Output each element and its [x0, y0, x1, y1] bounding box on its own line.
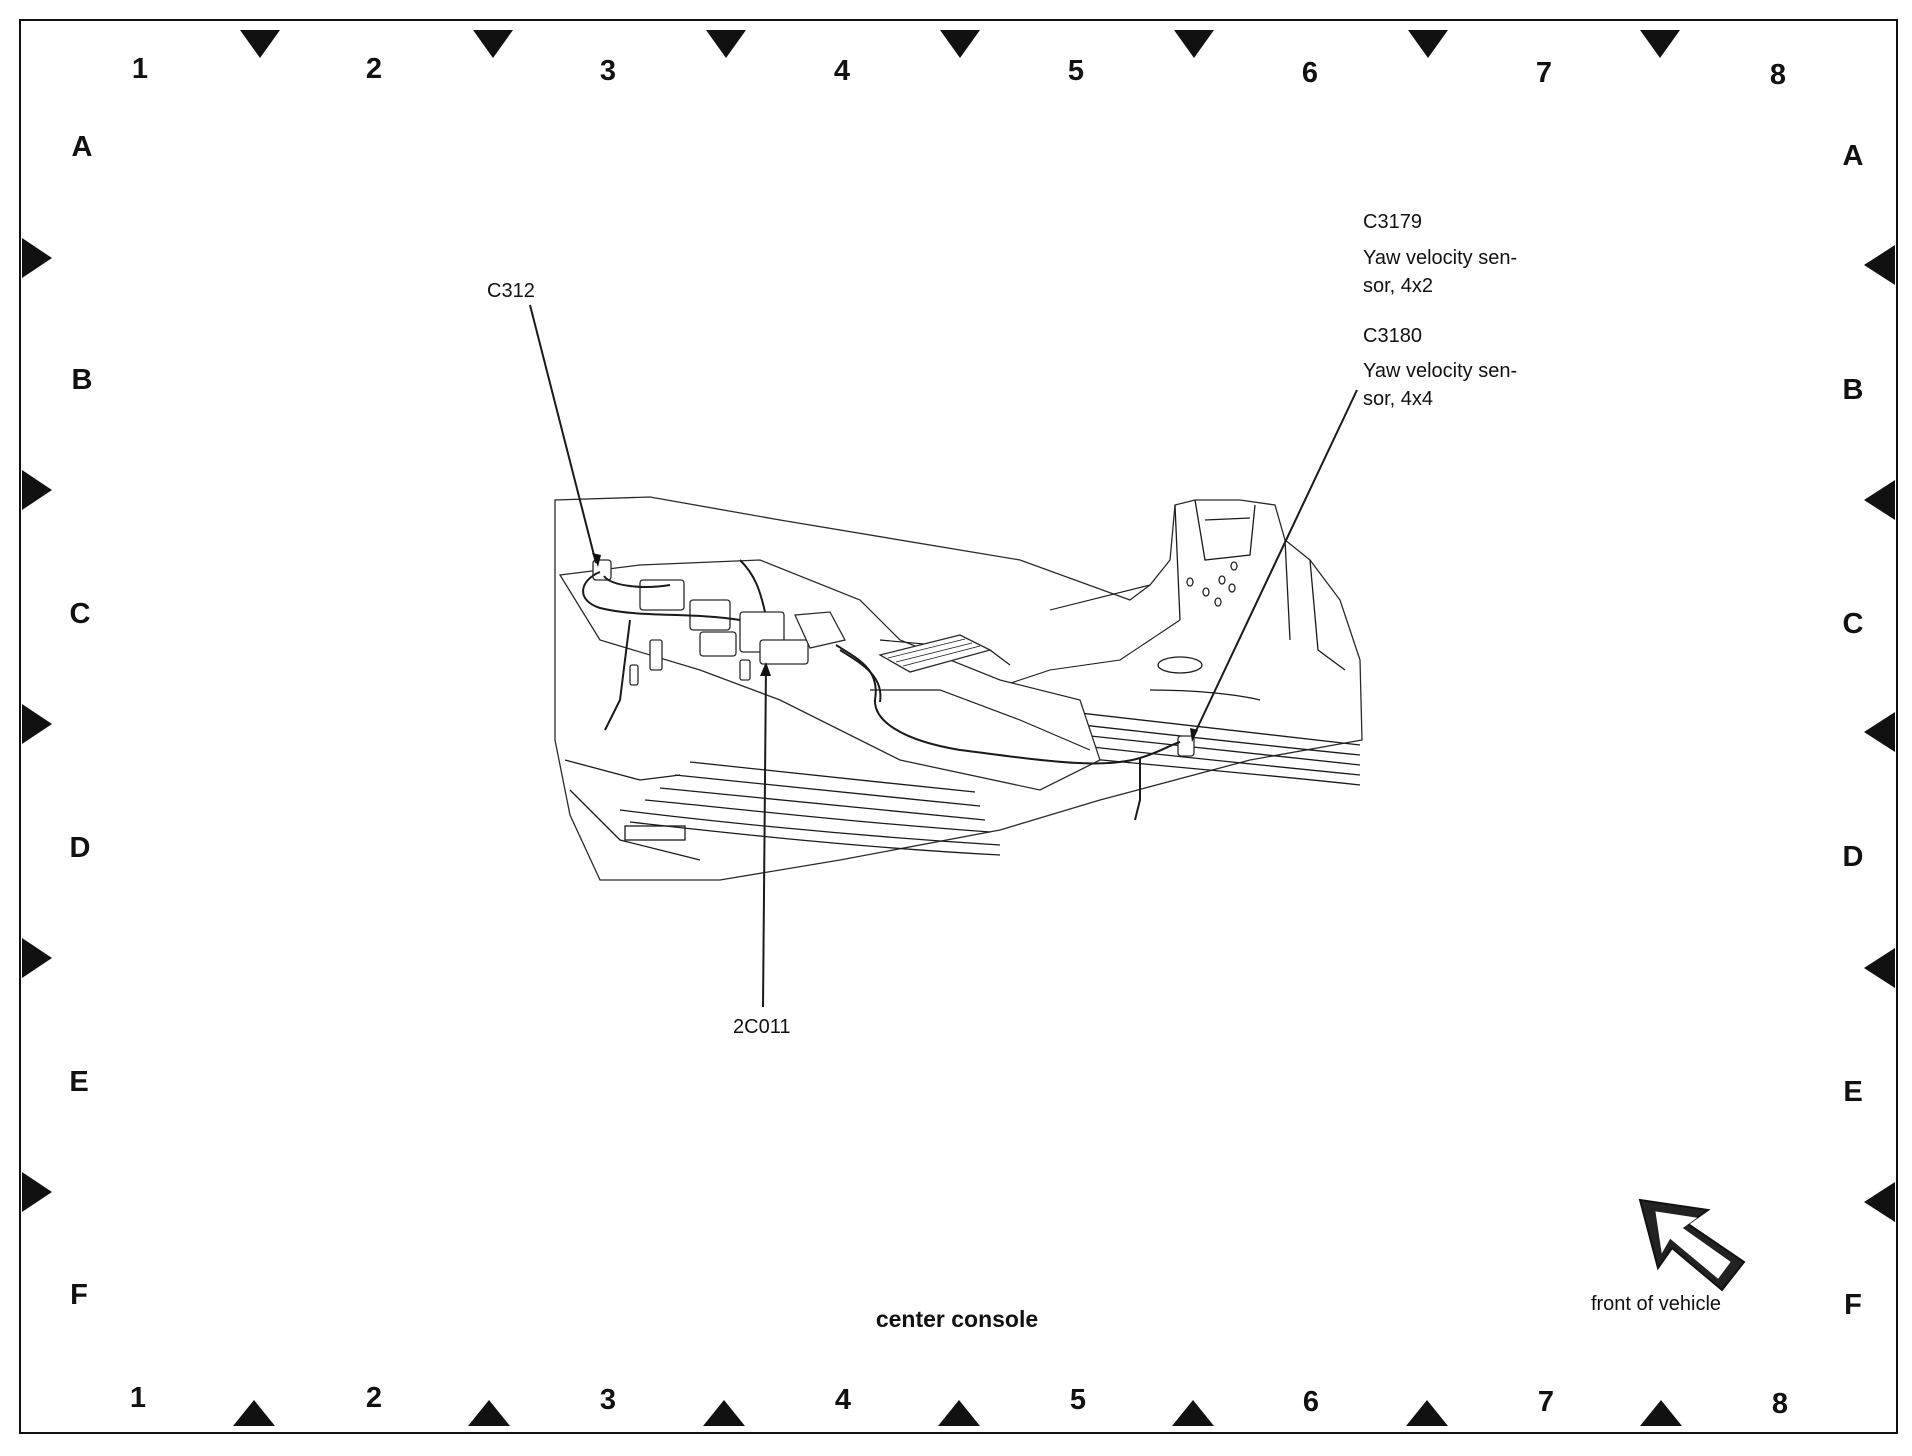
- callout-c3179-desc-2: sor, 4x2: [1363, 275, 1433, 297]
- top-col-4: 4: [834, 55, 850, 87]
- front-arrow-icon: [1638, 1198, 1746, 1292]
- diagram-caption: center console: [876, 1306, 1038, 1332]
- left-row-F: F: [70, 1279, 88, 1311]
- left-row-A: A: [72, 131, 93, 163]
- bottom-col-2: 2: [366, 1382, 382, 1414]
- bottom-col-7: 7: [1538, 1386, 1554, 1418]
- right-row-labels: A B C D E F: [1843, 140, 1864, 1321]
- top-col-5: 5: [1068, 55, 1084, 87]
- leader-c312: [529, 304, 597, 564]
- callout-c3180-desc-2: sor, 4x4: [1363, 388, 1433, 410]
- connector-cluster: [592, 559, 1195, 757]
- callout-c312: C312: [487, 280, 535, 302]
- wiring-harness: [582, 559, 1181, 821]
- top-col-1: 1: [132, 53, 148, 85]
- bottom-col-3: 3: [600, 1384, 616, 1416]
- bottom-col-4: 4: [835, 1384, 851, 1416]
- bottom-col-5: 5: [1070, 1384, 1086, 1416]
- floor-pan-illustration: [554, 496, 1363, 881]
- callout-c3179-id: C3179: [1363, 211, 1422, 233]
- leader-lines: [529, 304, 1358, 1008]
- top-col-2: 2: [366, 53, 382, 85]
- right-row-B: B: [1843, 374, 1864, 406]
- right-row-F: F: [1844, 1289, 1862, 1321]
- top-col-8: 8: [1770, 59, 1786, 91]
- bottom-col-6: 6: [1303, 1386, 1319, 1418]
- callout-c3180-id: C3180: [1363, 325, 1422, 347]
- left-row-C: C: [70, 598, 91, 630]
- leader-c3180: [1193, 389, 1358, 736]
- right-row-A: A: [1843, 140, 1864, 172]
- left-row-E: E: [69, 1066, 88, 1098]
- right-row-D: D: [1843, 841, 1864, 873]
- right-row-C: C: [1843, 608, 1864, 640]
- pillar-holes: [1186, 561, 1238, 607]
- top-col-3: 3: [600, 55, 616, 87]
- leader-2c011: [762, 664, 767, 1008]
- left-row-labels: A B C D E F: [69, 131, 92, 1311]
- left-row-B: B: [72, 364, 93, 396]
- top-column-labels: 1 2 3 4 5 6 7 8: [132, 53, 1786, 91]
- callout-c3180-desc-1: Yaw velocity sen-: [1363, 360, 1517, 382]
- callout-c3179-desc-1: Yaw velocity sen-: [1363, 247, 1517, 269]
- left-row-D: D: [70, 832, 91, 864]
- top-col-7: 7: [1536, 57, 1552, 89]
- front-of-vehicle-label: front of vehicle: [1591, 1293, 1721, 1315]
- right-zone-markers: [1864, 245, 1895, 1222]
- floor-ribs-left: [564, 759, 1001, 861]
- callout-2c011: 2C011: [733, 1016, 790, 1038]
- bottom-col-8: 8: [1772, 1388, 1788, 1420]
- bottom-col-1: 1: [130, 1382, 146, 1414]
- top-col-6: 6: [1302, 57, 1318, 89]
- bottom-column-labels: 1 2 3 4 5 6 7 8: [130, 1382, 1788, 1420]
- page-border: [19, 19, 1898, 1434]
- top-zone-markers: [240, 30, 1680, 58]
- bottom-zone-markers: [233, 1400, 1682, 1426]
- callout-labels: C312 C3179 Yaw velocity sen- sor, 4x2 C3…: [487, 211, 1517, 1038]
- left-zone-markers: [22, 238, 52, 1212]
- right-row-E: E: [1843, 1076, 1862, 1108]
